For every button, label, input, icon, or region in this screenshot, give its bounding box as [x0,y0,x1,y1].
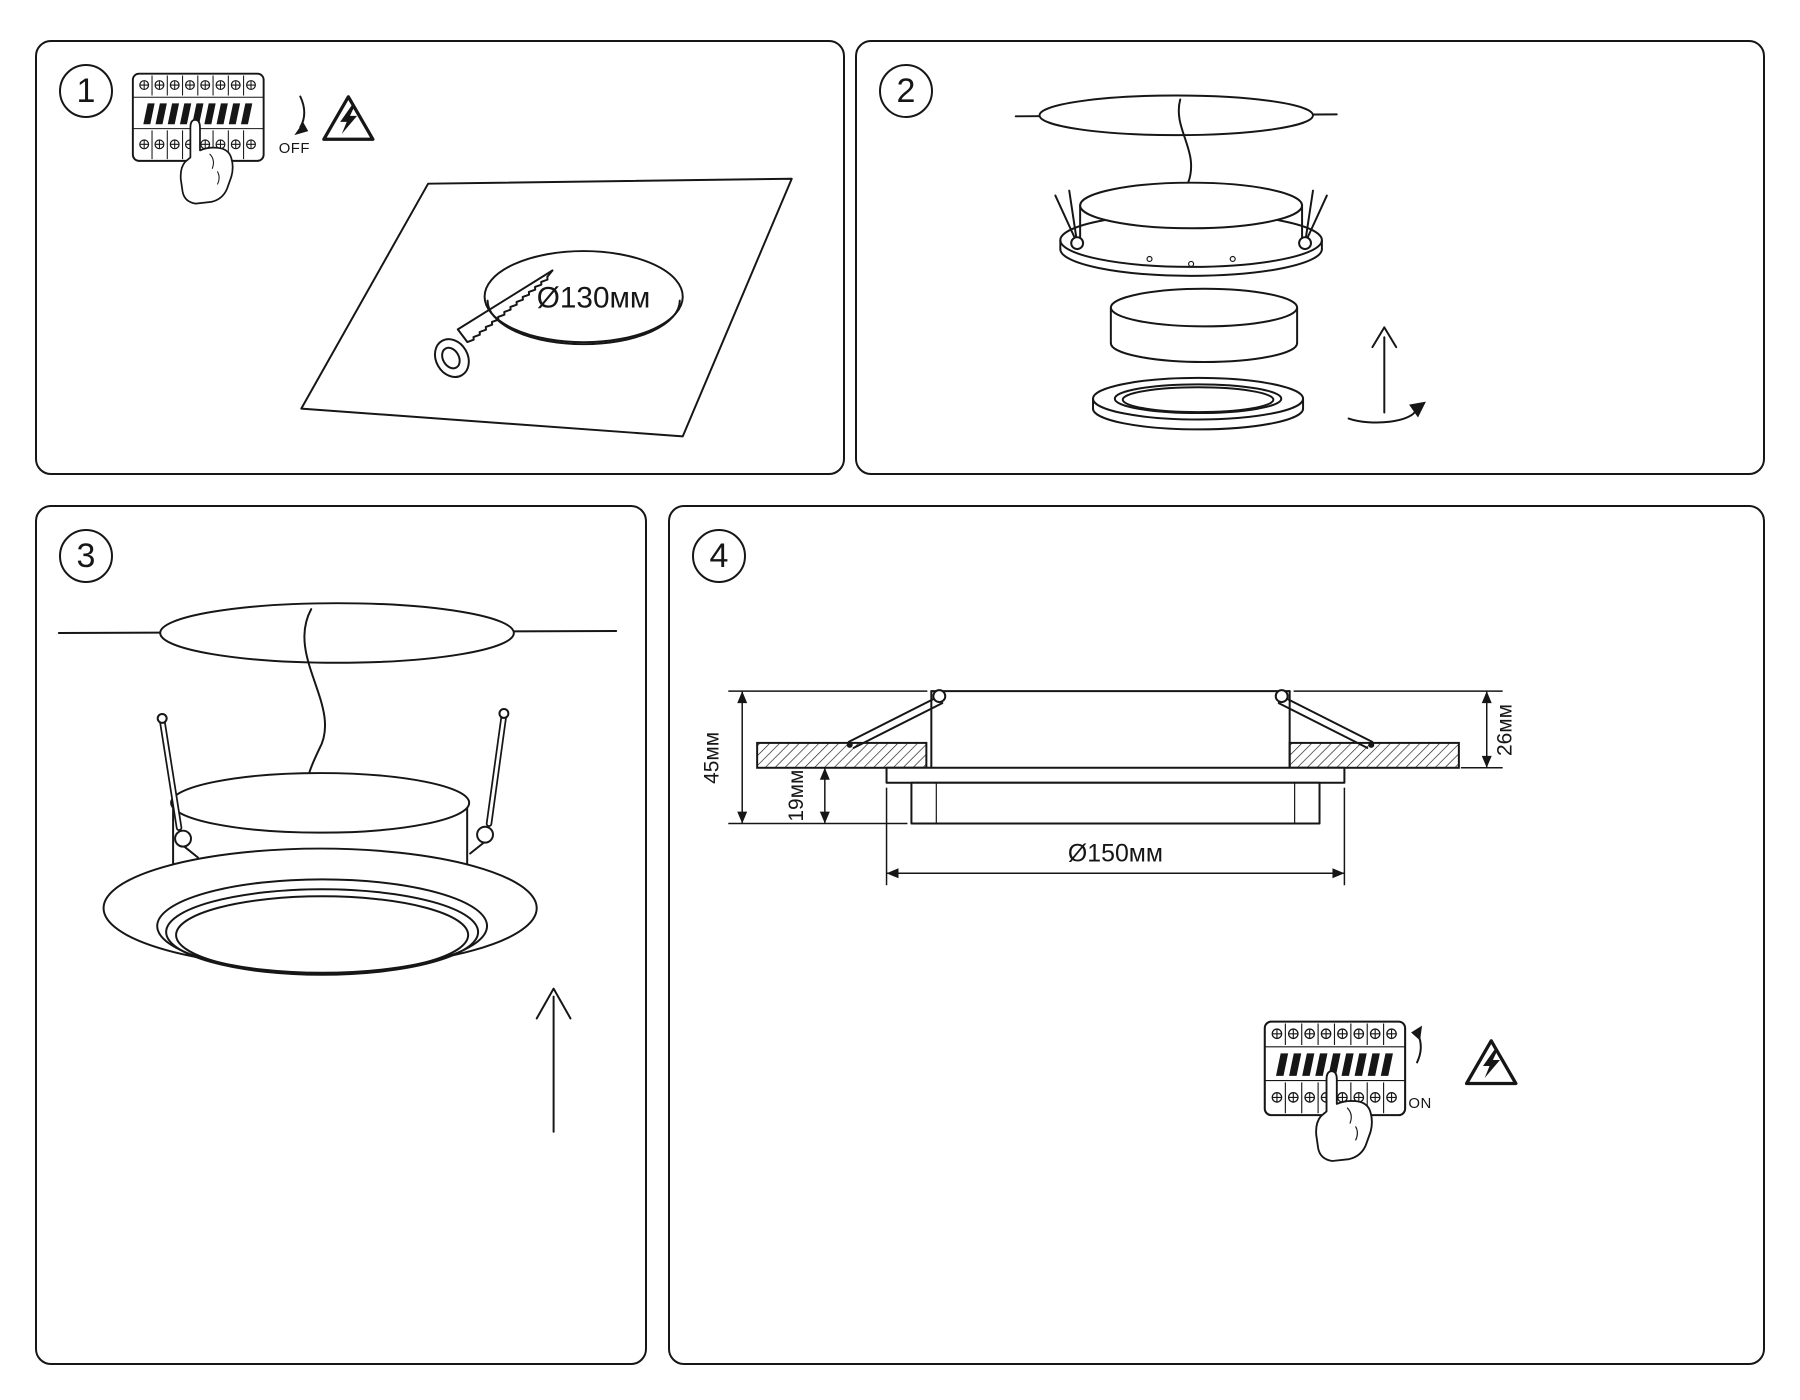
rotate-up-arrow-icon [1347,326,1426,424]
ceiling-opening [1014,94,1338,137]
switch-off-arrow-icon [294,95,309,136]
step2-panel: 2 [855,40,1765,475]
cutout-diameter-label: Ø130мм [537,282,651,315]
step1-number-badge: 1 [59,64,113,118]
protrusion-dimension: 19мм [785,770,808,822]
step3-panel: 3 [35,505,647,1365]
spring-arms [846,689,1375,749]
keyhole-saw-icon [433,269,554,378]
spring-pins [156,707,510,859]
electrical-warning-icon [322,95,375,141]
step4-panel: 4 [668,505,1765,1365]
step2-number-badge: 2 [879,64,933,118]
push-up-arrow-icon [535,987,572,1133]
dimension-annotations: 45мм 19мм 26мм Ø150мм [700,690,1517,886]
flange-diameter-dimension: Ø150мм [1068,839,1163,867]
ceiling-opening [57,602,618,664]
power-on-label: ON [1408,1095,1431,1112]
ceiling-tile-cutout [300,177,793,438]
total-height-dimension: 45мм [700,732,723,784]
downlight-body [102,707,538,976]
switch-on-arrow-icon [1411,1025,1423,1064]
recess-depth-dimension: 26мм [1494,704,1517,756]
power-wire [1177,98,1193,184]
step3-illustration [57,602,618,1133]
step4-number-badge: 4 [692,529,746,583]
step1-panel: 1 OFF [35,40,845,475]
step1-illustration: OFF Ø130мм [37,42,793,438]
downlight-housing [1054,181,1328,277]
step3-number-badge: 3 [59,529,113,583]
cross-section-diagram [756,689,1460,825]
step4-illustration: 45мм 19мм 26мм Ø150мм [700,689,1518,1162]
trim-ring [1109,287,1299,364]
electrical-warning-icon [1464,1039,1518,1086]
step2-illustration [1014,94,1426,431]
power-off-label: OFF [279,141,310,157]
diffuser-ring [1092,376,1305,431]
